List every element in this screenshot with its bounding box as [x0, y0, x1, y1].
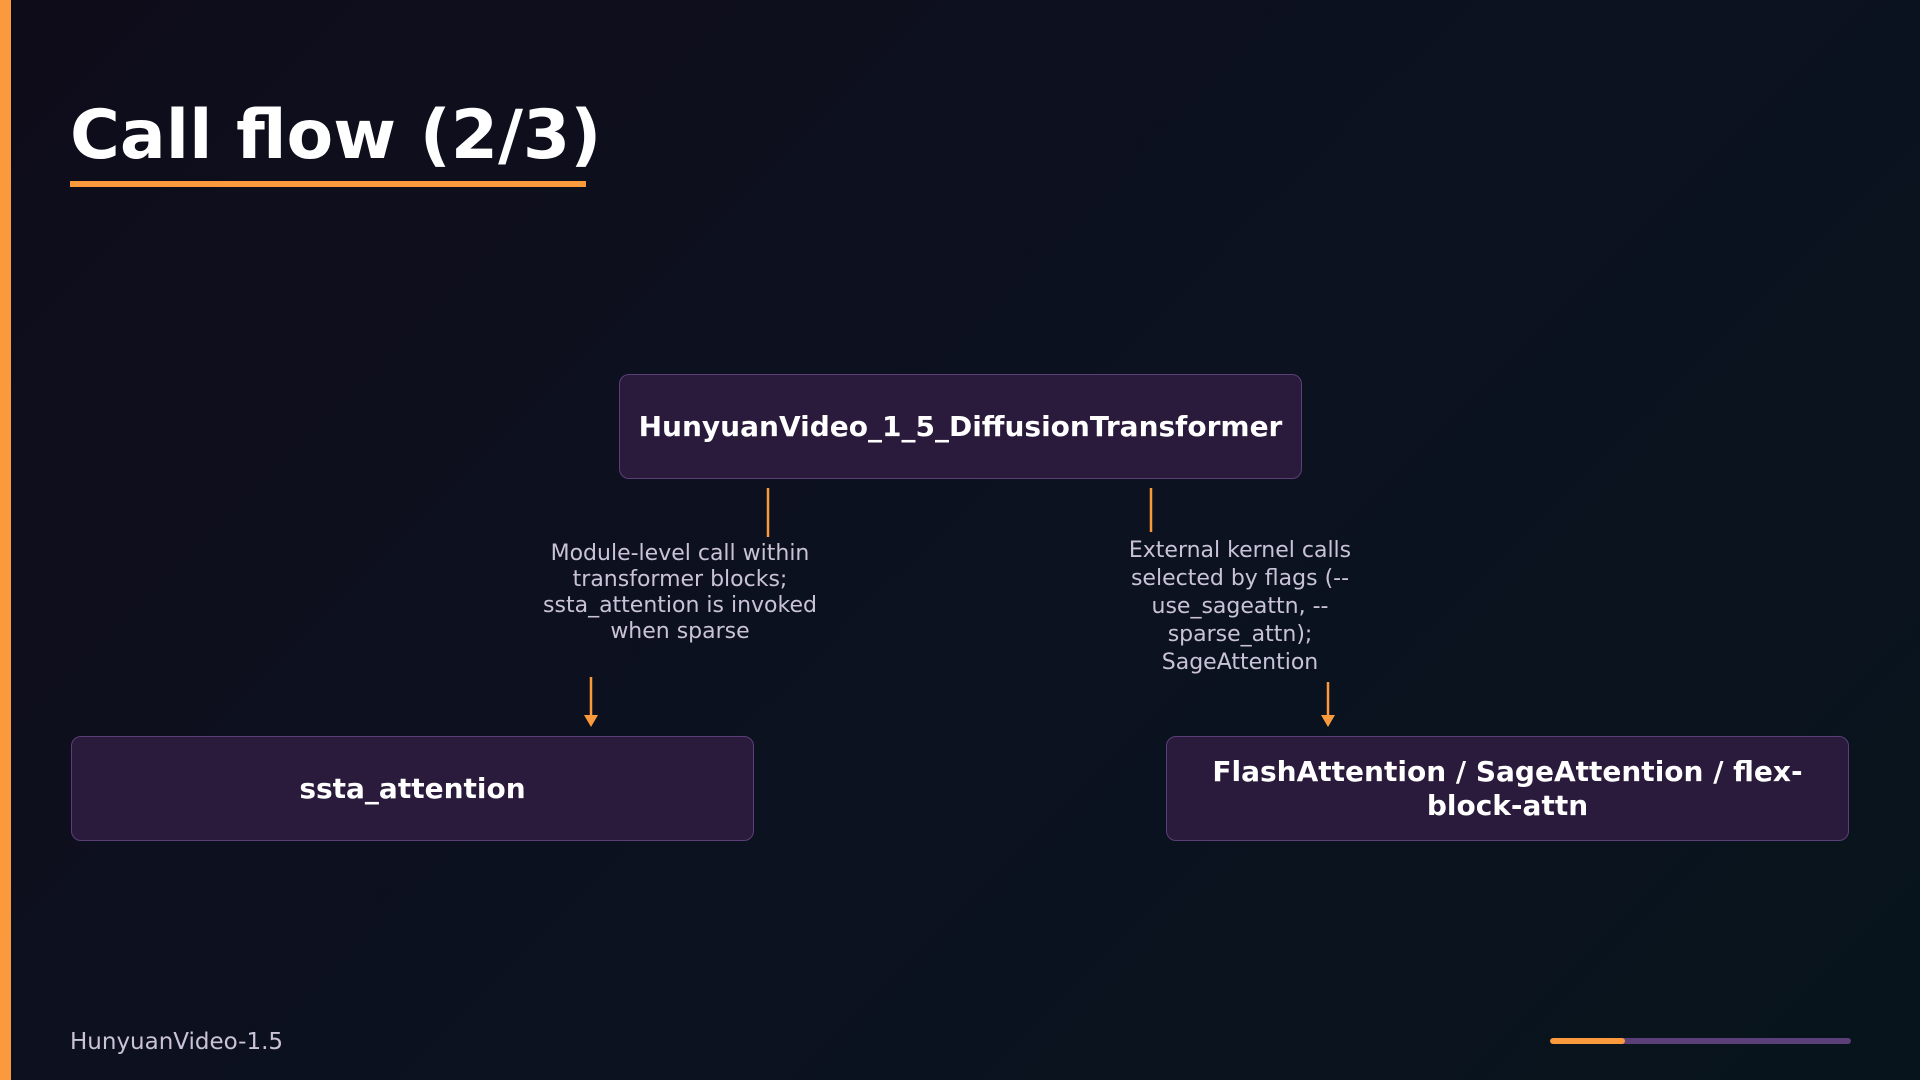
- slide-progress-fill: [1550, 1038, 1626, 1044]
- node-ssta-attention-label: ssta_attention: [299, 771, 526, 805]
- node-attention-kernels: FlashAttention / SageAttention / flex-bl…: [1166, 736, 1849, 841]
- edge-label-module-call: Module-level call within transformer blo…: [543, 541, 817, 644]
- footer-project-name: HunyuanVideo-1.5: [70, 1029, 284, 1055]
- node-diffusion-transformer-label: HunyuanVideo_1_5_DiffusionTransformer: [638, 409, 1283, 443]
- edge-label-external-kernel: External kernel calls selected by flags …: [1128, 538, 1352, 675]
- left-accent-bar: [0, 0, 11, 1080]
- slide-title: Call flow (2/3): [70, 96, 602, 175]
- node-diffusion-transformer: HunyuanVideo_1_5_DiffusionTransformer: [619, 374, 1302, 479]
- slide-progress-bar: [1550, 1038, 1851, 1044]
- edge-right-arrowhead: [1321, 715, 1335, 727]
- node-attention-kernels-label: FlashAttention / SageAttention / flex-bl…: [1212, 754, 1803, 822]
- edge-left-arrowhead: [584, 715, 598, 727]
- title-underline: [70, 181, 586, 187]
- node-ssta-attention: ssta_attention: [71, 736, 754, 841]
